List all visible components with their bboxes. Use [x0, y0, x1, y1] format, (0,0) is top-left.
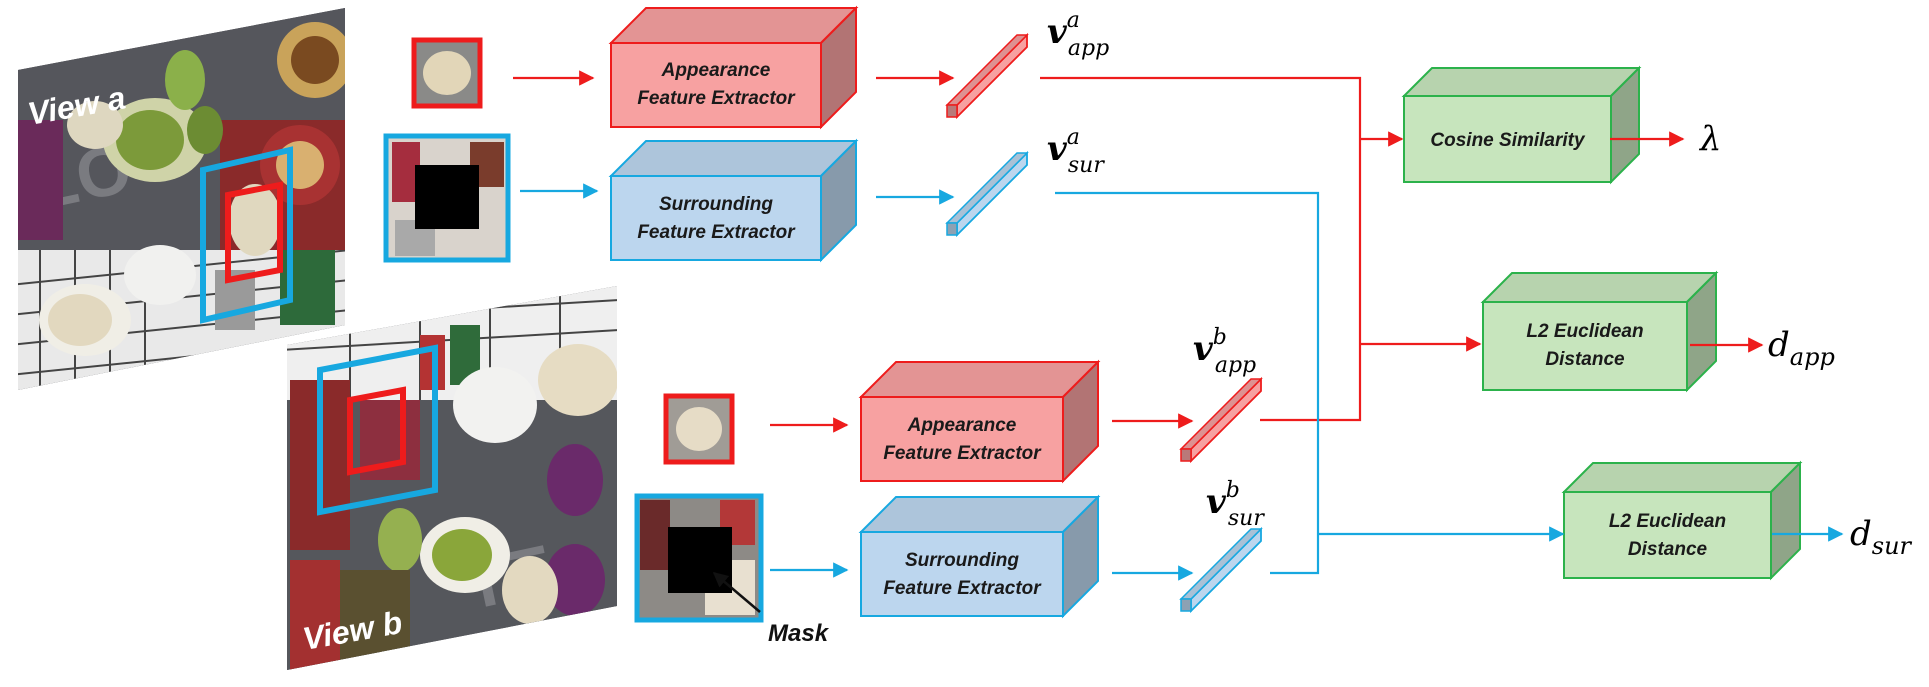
vector-app-a [945, 32, 1029, 120]
vector-sur-a [945, 150, 1029, 238]
block-sur-b-label-1: Surrounding [905, 550, 1019, 571]
crop-surrounding-a [383, 133, 511, 263]
output-lambda: λ [1698, 119, 1722, 159]
crop-appearance-b [663, 393, 735, 465]
line-sur-merge [1055, 191, 1320, 575]
block-app-a-label-1: Appearance [661, 60, 771, 81]
view-b-surrounding-box [317, 344, 438, 516]
block-cosine: Cosine Similarity [1401, 65, 1642, 185]
view-a-appearance-box [225, 181, 283, 284]
mask-block-b [668, 527, 732, 593]
block-sur-b-label-2: Feature Extractor [883, 578, 1042, 599]
crop-appearance-a [411, 37, 483, 109]
mask-label: Mask [768, 620, 830, 647]
block-l2-sur-label-1: L2 Euclidean [1609, 511, 1726, 532]
block-cosine-label-1: Cosine Similarity [1430, 130, 1586, 151]
arrows-layer [513, 70, 1844, 581]
view-b-image: TT View b [287, 286, 617, 670]
block-l2-app-label-2: Distance [1545, 349, 1625, 370]
view-a-image: LO View a [18, 8, 345, 390]
output-d-app: dapp [1768, 325, 1835, 371]
block-sur-a-label-2: Feature Extractor [637, 222, 796, 243]
vector-app-b [1179, 376, 1263, 464]
block-app-a-label-2: Feature Extractor [637, 88, 796, 109]
block-sur-a-label-1: Surrounding [659, 194, 773, 215]
block-app-b-label-2: Feature Extractor [883, 443, 1042, 464]
view-b-appearance-box [347, 386, 406, 476]
output-d-sur: dsur [1850, 514, 1913, 560]
block-app-b-label-1: Appearance [907, 415, 1017, 436]
vector-sur-b [1179, 526, 1263, 614]
block-l2-app-label-1: L2 Euclidean [1526, 321, 1643, 342]
mask-block-a [415, 165, 479, 229]
mask-pointer-arrow [712, 572, 761, 613]
crop-surrounding-b [634, 493, 764, 623]
line-app-a-merge [1040, 76, 1362, 422]
view-a-surrounding-box [200, 146, 293, 324]
block-l2-sur-label-2: Distance [1628, 539, 1708, 560]
